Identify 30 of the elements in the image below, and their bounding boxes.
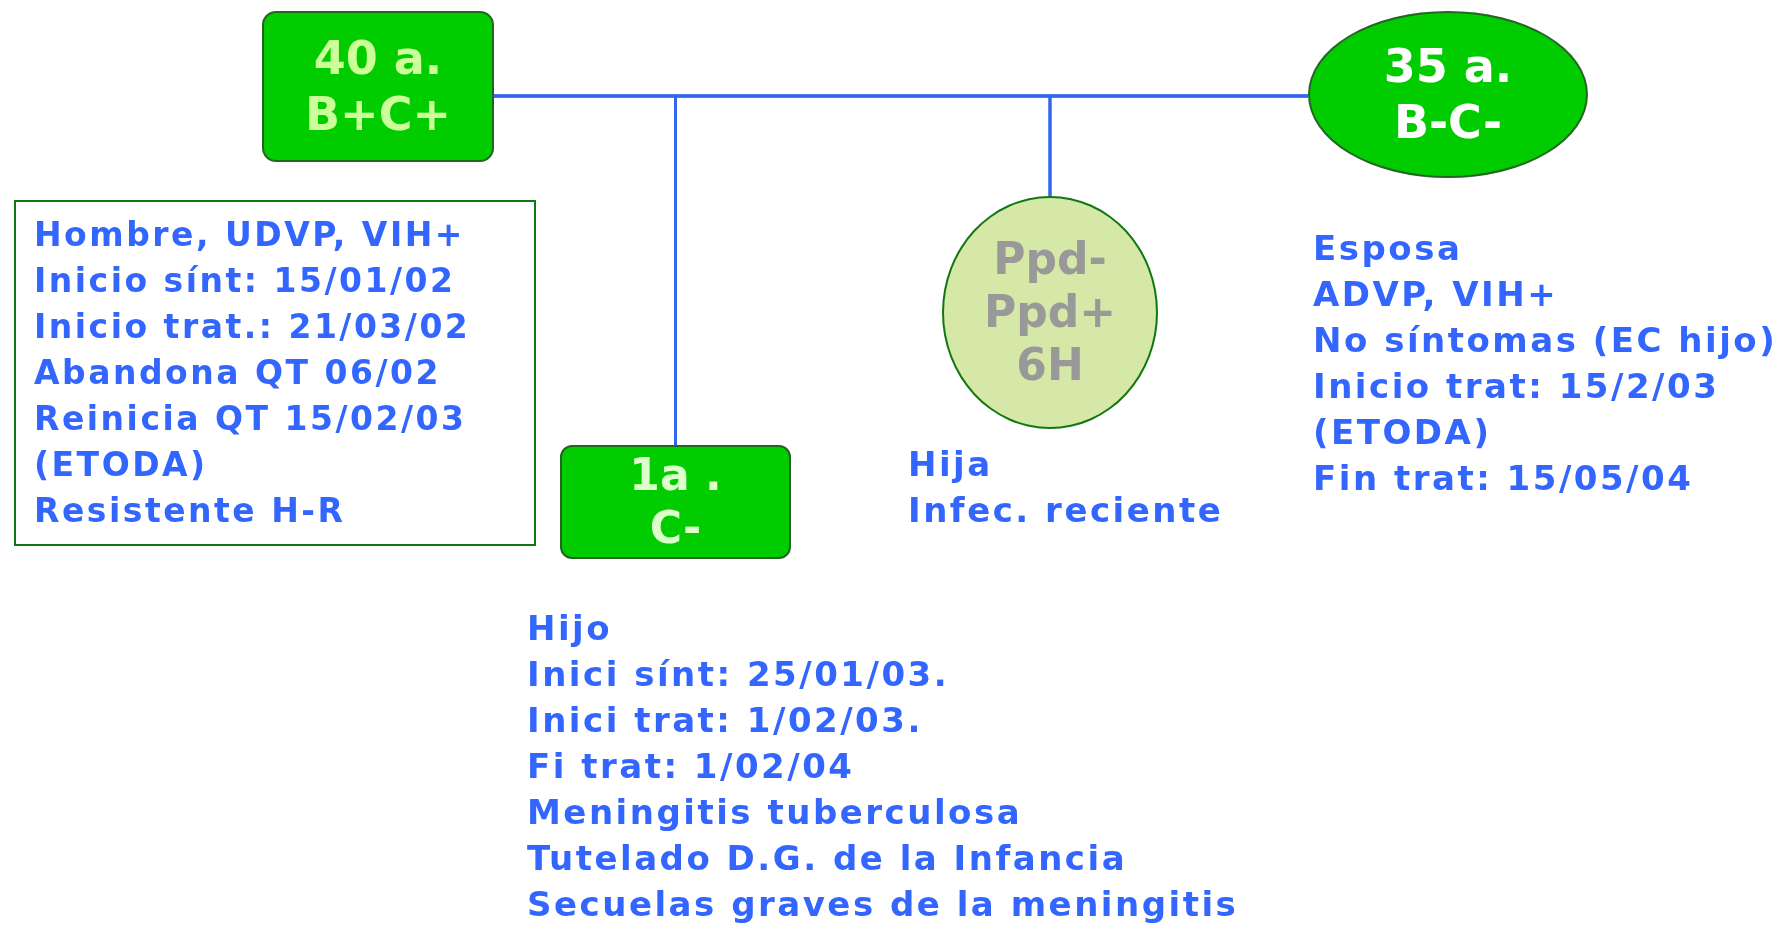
descent-line xyxy=(1048,94,1308,196)
node-label: 1a . C- xyxy=(628,449,723,555)
note-text: Reinicia QT 15/02/03 xyxy=(34,398,468,440)
person-box xyxy=(262,11,494,162)
annotation-text: Inici trat: 1/02/03. xyxy=(527,699,924,742)
node-label: 40 a. B+C+ xyxy=(304,31,452,142)
person-box xyxy=(560,445,791,559)
node-label: 35 a. B-C- xyxy=(1382,39,1514,150)
note-text: (ETODA) xyxy=(34,444,209,486)
annotation-text: Fi trat: 1/02/04 xyxy=(527,745,856,788)
note-text: Inicio trat.: 21/03/02 xyxy=(34,306,471,348)
annotation-text: Infec. reciente xyxy=(908,489,1224,532)
annotation-text: (ETODA) xyxy=(1313,411,1493,454)
annotation-text: Hijo xyxy=(527,607,614,650)
annotation-text: Inicio trat: 15/2/03 xyxy=(1313,365,1721,408)
annotation-text: Esposa xyxy=(1313,227,1464,270)
note-text: Abandona QT 06/02 xyxy=(34,352,442,394)
annotation-text: Secuelas graves de la meningitis xyxy=(527,883,1239,926)
note-text: Inicio sínt: 15/01/02 xyxy=(34,260,457,302)
annotation-text: No síntomas (EC hijo) xyxy=(1313,319,1778,362)
annotation-text: Tutelado D.G. de la Infancia xyxy=(527,837,1129,880)
node-label: Ppd- Ppd+ 6H xyxy=(982,233,1118,392)
annotation-text: Inici sínt: 25/01/03. xyxy=(527,653,951,696)
note-box xyxy=(14,200,536,546)
annotation-text: Fin trat: 15/05/04 xyxy=(1313,457,1695,500)
annotation-text: ADVP, VIH+ xyxy=(1313,273,1560,316)
annotation-text: Meningitis tuberculosa xyxy=(527,791,1024,834)
note-text: Hombre, UDVP, VIH+ xyxy=(34,214,466,256)
note-text: Resistente H-R xyxy=(34,490,347,532)
annotation-text: Hija xyxy=(908,443,994,486)
